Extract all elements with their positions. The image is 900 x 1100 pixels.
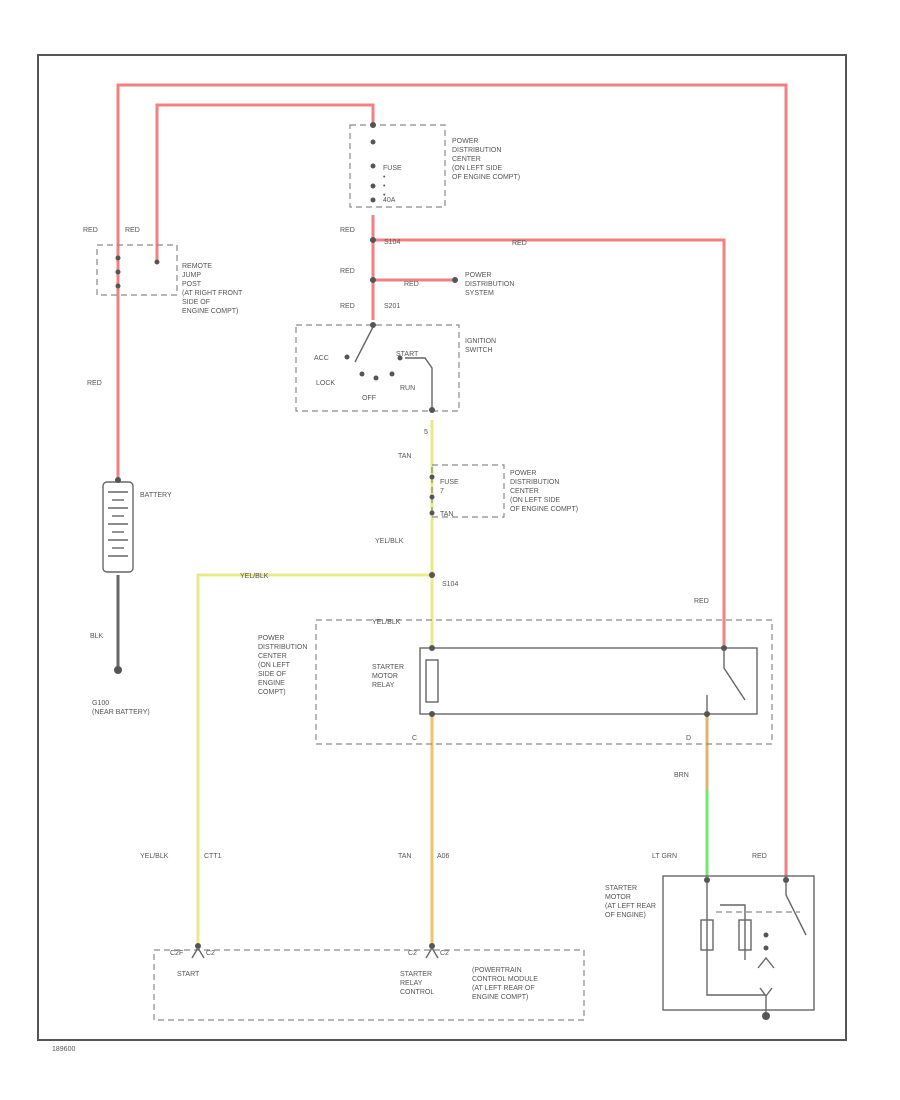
- starter-ground-arrow: [759, 987, 773, 998]
- starter-hold-in: [720, 904, 746, 960]
- label-red-right-top: RED: [512, 240, 527, 247]
- remote-jump-post-box: [96, 244, 178, 296]
- label-red-upper-3: RED: [340, 303, 355, 310]
- label-pin-right: C2: [408, 950, 417, 957]
- pcm-box: [153, 949, 585, 1021]
- label-tan-bottom: TAN: [398, 853, 411, 860]
- red-wires: [116, 83, 788, 880]
- battery-symbol: [102, 481, 134, 573]
- label-s201: S201: [384, 303, 400, 310]
- pcm-pin-left: [191, 946, 205, 959]
- starter-coil-2: [738, 919, 752, 951]
- yel-blk-wire-left: [196, 573, 432, 946]
- label-acc: ACC: [314, 355, 329, 362]
- label-tan-num: 5: [424, 429, 428, 436]
- label-red-left-1: RED: [83, 227, 98, 234]
- starter-coil-1: [700, 919, 714, 951]
- label-blk: BLK: [90, 633, 104, 640]
- relay-coil: [425, 659, 439, 703]
- figure-id: 189600: [52, 1046, 75, 1053]
- battery-cells: [108, 491, 128, 557]
- label-circuit-bottom: A06: [437, 853, 450, 860]
- starter-pull-in: [706, 882, 765, 996]
- label-yel-blk-vertical: YEL/BLK: [375, 538, 404, 545]
- label-yel-blk-bottom: YEL/BLK: [140, 853, 169, 860]
- label-battery: BATTERY: [140, 492, 172, 499]
- starter-brush: [757, 956, 775, 969]
- label-lock: LOCK: [316, 380, 335, 387]
- ignition-run-lead: [405, 357, 433, 410]
- ignition-switch-contact: [354, 326, 374, 363]
- label-yel-blk-relay: YEL/BLK: [372, 619, 401, 626]
- label-lt-grn: LT GRN: [652, 853, 677, 860]
- label-brn: BRN: [674, 772, 689, 779]
- label-off: OFF: [362, 395, 376, 402]
- label-red-left-2: RED: [125, 227, 140, 234]
- label-g100: G100(NEAR BATTERY): [92, 700, 150, 716]
- label-red-relay-top: RED: [694, 598, 709, 605]
- label-red-starter: RED: [752, 853, 767, 860]
- label-fuse-mid-num: TAN: [440, 511, 453, 518]
- red-wire-to-relay: [373, 238, 726, 645]
- ground-dot: [114, 666, 122, 674]
- label-red-upper-2: RED: [340, 268, 355, 275]
- starter-solenoid-contact: [785, 882, 807, 936]
- pdc-mid-box: [431, 464, 505, 518]
- label-yel-blk-horizontal: YEL/BLK: [240, 573, 269, 580]
- label-run: RUN: [400, 385, 415, 392]
- label-relay-pin-d: D: [686, 735, 691, 742]
- label-red-short: RED: [404, 281, 419, 288]
- diagram-frame: [37, 54, 847, 1041]
- label-red-vertical-left: RED: [87, 380, 102, 387]
- label-fuse-top-text: FUSE•••: [383, 165, 402, 199]
- relay-contact: [723, 650, 746, 701]
- label-s104-top: S104: [384, 239, 400, 246]
- pdc-top-box: [349, 124, 446, 208]
- label-ctt1: CTT1: [204, 853, 222, 860]
- starter-motor-box: [662, 875, 815, 1011]
- label-tan-upper: TAN: [398, 453, 411, 460]
- starter-relay-box: [419, 647, 758, 715]
- red-wire-inner: [155, 103, 375, 262]
- label-start: START: [396, 351, 419, 358]
- label-fuse-top-num: 40A: [383, 197, 396, 204]
- label-pin-right2: C2: [440, 950, 449, 957]
- label-s104-mid: S104: [442, 581, 458, 588]
- label-red-upper-1: RED: [340, 227, 355, 234]
- pcm-pin-right: [425, 946, 439, 959]
- red-wire-outer: [116, 83, 788, 880]
- label-start-bottom: START: [177, 971, 200, 978]
- label-pin-left2: C2: [206, 950, 215, 957]
- yel-blk-wires: [196, 420, 434, 946]
- label-relay-pin-c: C: [412, 735, 417, 742]
- ignition-switch-box: [295, 324, 460, 412]
- label-pin-left: C2F: [170, 950, 183, 957]
